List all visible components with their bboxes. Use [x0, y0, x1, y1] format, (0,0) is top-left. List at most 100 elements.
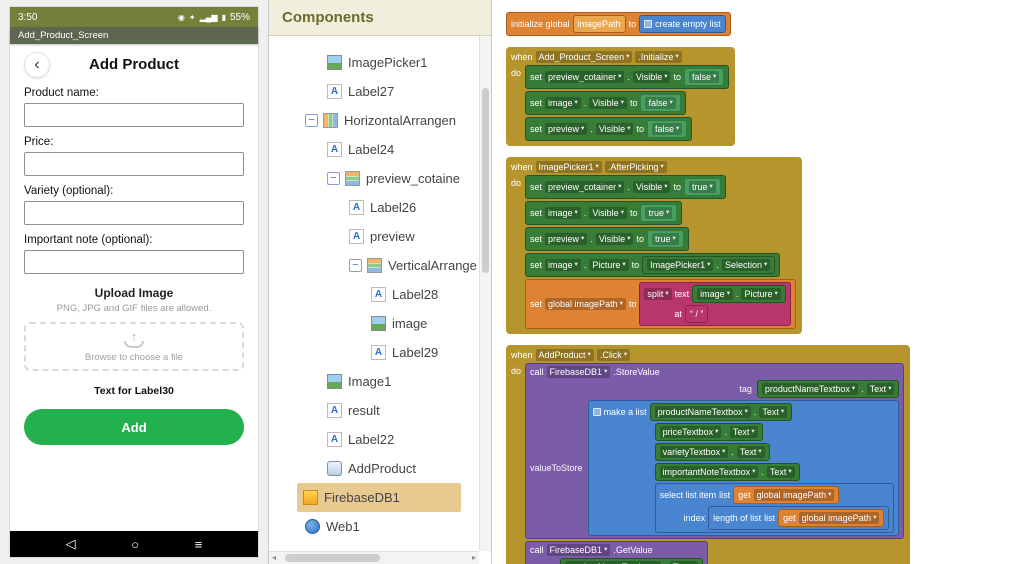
block-dropdown[interactable]: Picture▾: [589, 259, 629, 271]
block-dropdown[interactable]: ImagePicker1▾: [647, 259, 714, 271]
block-dropdown[interactable]: FirebaseDB1▾: [546, 366, 611, 378]
block-dropdown[interactable]: Visible▾: [589, 207, 627, 219]
block-dropdown[interactable]: image▾: [697, 288, 733, 300]
block-dropdown[interactable]: Selection▾: [721, 259, 771, 271]
block-logic[interactable]: false▾: [684, 68, 725, 86]
block-set[interactable]: importantNoteTextbox▾.Text▾: [654, 463, 800, 481]
block-dropdown[interactable]: productNameTextbox▾: [654, 406, 751, 418]
block-dropdown[interactable]: false▾: [651, 123, 683, 135]
scroll-left-icon[interactable]: ◂: [272, 553, 277, 562]
block-logic[interactable]: true▾: [646, 230, 684, 248]
tree-item-image[interactable]: image: [269, 309, 479, 338]
menu-icon[interactable]: ≡: [194, 536, 203, 552]
block-dropdown[interactable]: Text▾: [736, 446, 765, 458]
block-set[interactable]: varietyTextbox▾.Text▾: [654, 443, 770, 461]
block-dropdown[interactable]: Visible▾: [632, 71, 671, 83]
file-drop-area[interactable]: ↑ Browse to choose a file: [24, 322, 244, 371]
block-dropdown[interactable]: productNameTextbox▾: [761, 383, 859, 395]
block-dropdown[interactable]: Visible▾: [632, 181, 671, 193]
product-name-input[interactable]: [24, 103, 244, 127]
block-dropdown[interactable]: FirebaseDB1▾: [546, 544, 611, 556]
block-logic[interactable]: true▾: [684, 178, 721, 196]
collapse-toggle-icon[interactable]: −: [305, 114, 318, 127]
block-dropdown[interactable]: Text▾: [729, 426, 758, 438]
block-dropdown[interactable]: Text▾: [766, 466, 795, 478]
block-dropdown[interactable]: preview_cotainer▾: [545, 181, 625, 193]
block-dropdown[interactable]: preview▾: [545, 233, 588, 245]
tree-item-ImagePicker1[interactable]: ImagePicker1: [269, 48, 479, 77]
vertical-scrollbar[interactable]: [479, 36, 491, 551]
block-dropdown[interactable]: .Click▾: [596, 349, 631, 361]
block-dropdown[interactable]: preview_cotainer▾: [545, 71, 625, 83]
block-dropdown[interactable]: global imagePath▾: [798, 512, 880, 524]
block-dropdown[interactable]: false▾: [689, 71, 720, 83]
collapse-toggle-icon[interactable]: −: [349, 259, 362, 272]
back-icon[interactable]: ◁: [65, 536, 76, 551]
block-dropdown[interactable]: Text▾: [866, 383, 895, 395]
block-set[interactable]: image▾.Picture▾: [692, 285, 786, 303]
block-dropdown[interactable]: global imagePath▾: [545, 298, 626, 310]
block-dropdown[interactable]: split▾: [644, 288, 672, 300]
variety-input[interactable]: [24, 201, 244, 225]
horizontal-scrollbar[interactable]: ◂ ▸: [269, 551, 479, 564]
block-dropdown[interactable]: global imagePath▾: [753, 489, 835, 501]
block-list[interactable]: create empty list: [639, 15, 726, 33]
block-set[interactable]: productNameTextbox▾.Text▾: [756, 380, 900, 398]
block-dropdown[interactable]: .AfterPicking▾: [604, 161, 667, 173]
block-set[interactable]: productNameTextbox▾.Text▾: [559, 558, 703, 564]
block-dropdown[interactable]: true▾: [651, 233, 679, 245]
scroll-right-icon[interactable]: ▸: [471, 553, 476, 562]
price-input[interactable]: [24, 152, 244, 176]
tree-item-HorizontalArrangen[interactable]: −HorizontalArrangen: [269, 106, 479, 135]
vertical-scrollbar-thumb[interactable]: [482, 87, 489, 273]
block-dropdown[interactable]: varietyTextbox▾: [659, 446, 729, 458]
back-button[interactable]: ‹: [24, 52, 50, 78]
block-logic[interactable]: false▾: [646, 120, 688, 138]
block-call[interactable]: callFirebaseDB1▾.GetValuetagproductNameT…: [525, 541, 708, 564]
block-set[interactable]: priceTextbox▾.Text▾: [654, 423, 763, 441]
tree-item-VerticalArrange[interactable]: −VerticalArrange: [269, 251, 479, 280]
block-dropdown[interactable]: importantNoteTextbox▾: [659, 466, 759, 478]
block-dropdown[interactable]: Visible▾: [595, 123, 634, 135]
add-button[interactable]: Add: [24, 409, 244, 445]
block-dropdown[interactable]: Add_Product_Screen▾: [535, 51, 633, 63]
block-varname[interactable]: imagePath: [572, 15, 626, 33]
tree-item-preview_cotaine[interactable]: −preview_cotaine: [269, 164, 479, 193]
block-logic[interactable]: false▾: [640, 94, 681, 112]
block-set[interactable]: productNameTextbox▾.Text▾: [649, 403, 793, 421]
block-dropdown[interactable]: true▾: [689, 181, 716, 193]
block-dropdown[interactable]: ImagePicker1▾: [535, 161, 602, 173]
important-note-input[interactable]: [24, 250, 244, 274]
block-dropdown[interactable]: image▾: [545, 207, 581, 219]
block-dropdown[interactable]: .Initialize▾: [635, 51, 682, 63]
block-dropdown[interactable]: Visible▾: [589, 97, 627, 109]
block-dropdown[interactable]: false▾: [645, 97, 676, 109]
block-dropdown[interactable]: true▾: [645, 207, 673, 219]
block-dropdown[interactable]: preview▾: [545, 123, 588, 135]
horizontal-scrollbar-thumb[interactable]: [285, 554, 380, 562]
block-dropdown[interactable]: priceTextbox▾: [659, 426, 722, 438]
